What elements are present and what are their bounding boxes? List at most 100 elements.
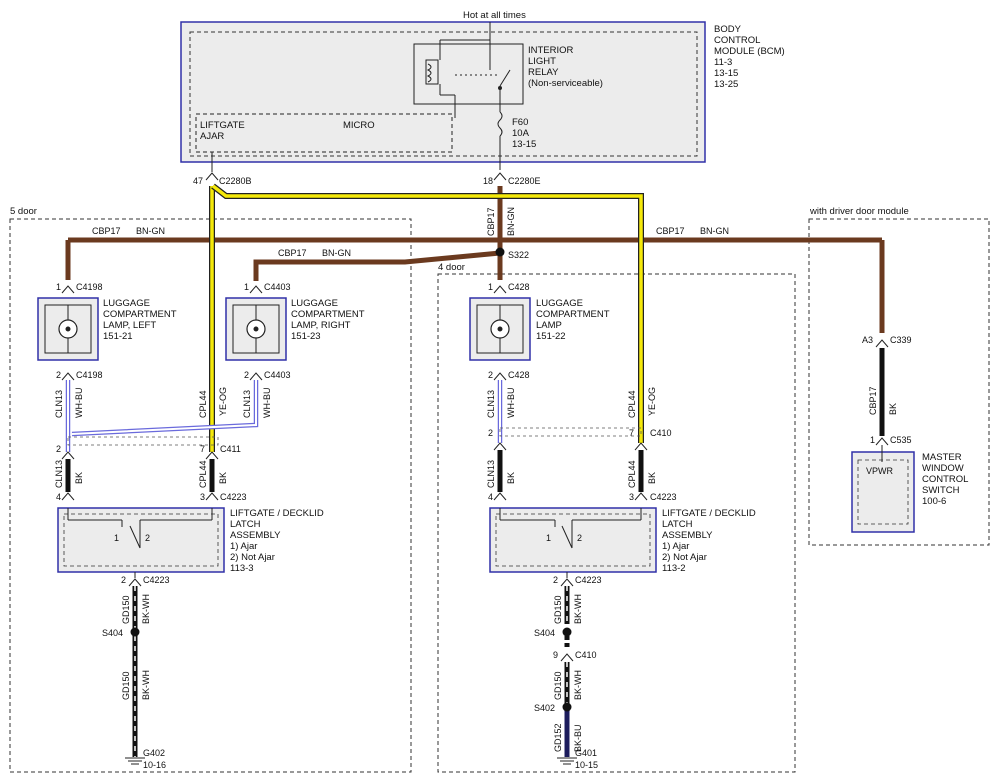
latch-right-box	[489, 507, 657, 573]
cbp17-top-left: CBP17	[92, 226, 121, 236]
gd150-l1: GD150	[121, 595, 131, 624]
bcm-title-1: BODY	[714, 24, 742, 35]
gd152-r: GD152	[553, 723, 563, 752]
five-door-region	[9, 218, 412, 773]
c4403-top-connector-icon	[249, 285, 263, 294]
latch-right-label-1: LIFTGATE / DECKLID	[662, 508, 756, 519]
c4223-l-pin3-connector-icon	[205, 492, 219, 501]
lamp-left-bulb-icon	[44, 304, 92, 354]
c410-lower-label: C410	[575, 650, 597, 660]
c410-left-connector-icon	[493, 442, 507, 451]
c411-pin-left: 2	[56, 444, 61, 454]
bkwh-r1: BK-WH	[573, 594, 583, 624]
g401-ref: 10-15	[575, 760, 598, 770]
whbu-wires-left	[65, 380, 259, 452]
c339-connector-icon	[875, 339, 889, 348]
lamp-left-label-4: 151-21	[103, 331, 133, 342]
lamp-4door-bulb-icon	[476, 304, 524, 354]
cbp17-vert: CBP17	[486, 207, 496, 236]
lamp-4door-label-2: COMPARTMENT	[536, 309, 610, 320]
latch-right-label-5: 2) Not Ajar	[662, 552, 707, 563]
brown-wires	[65, 186, 885, 333]
lamp-right-label-1: LUGGAGE	[291, 298, 338, 309]
c4223-r-bot-label: C4223	[575, 575, 602, 585]
g402-label: G402	[143, 748, 165, 758]
latch-right-label-6: 113-2	[662, 563, 686, 574]
latch-left-switch-icon	[67, 508, 213, 549]
fuse-label-3: 13-15	[512, 139, 536, 150]
micro-box	[195, 113, 453, 153]
g402-ground-icon	[125, 757, 145, 765]
bk-r3b: BK	[647, 472, 657, 484]
latch-right-label-2: LATCH	[662, 519, 693, 530]
hot-at-all-times: Hot at all times	[463, 10, 526, 21]
c428-bot-connector-icon	[493, 372, 507, 381]
bcm-title-3: MODULE (BCM)	[714, 46, 785, 57]
c4198-top-label: C4198	[76, 282, 103, 292]
c4198-top-pin: 1	[56, 282, 61, 292]
cbp17-mid: CBP17	[278, 248, 307, 258]
latch-left-pin-2: 2	[145, 533, 150, 543]
c4223-l-bot-connector-icon	[128, 578, 142, 587]
g401-label: G401	[575, 748, 597, 758]
lamp-left-label-3: LAMP, LEFT	[103, 320, 156, 331]
g402-ref: 10-16	[143, 760, 166, 770]
cpl44-r3: CPL44	[627, 460, 637, 488]
c4403-top-label: C4403	[264, 282, 291, 292]
whbu-l1: WH-BU	[74, 388, 84, 419]
vpwr-label: VPWR	[866, 466, 894, 476]
latch-right-inner	[495, 513, 651, 567]
cbp17-top-right: CBP17	[656, 226, 685, 236]
relay-coil-icon	[425, 22, 511, 118]
s404-right-label: S404	[534, 628, 555, 638]
latch-left-inner	[63, 513, 219, 567]
c428-top-connector-icon	[493, 285, 507, 294]
c2280b-label: C2280B	[219, 176, 252, 186]
gd150-l2: GD150	[121, 671, 131, 700]
ddm-label: with driver door module	[809, 206, 909, 217]
latch-left-label-2: LATCH	[230, 519, 261, 530]
cln13-l1: CLN13	[54, 390, 64, 418]
gd150-r2: GD150	[553, 671, 563, 700]
s404-left-splice	[130, 627, 140, 637]
cpl44-l1: CPL44	[198, 390, 208, 418]
latch-left-label-3: ASSEMBLY	[230, 530, 281, 541]
cln13-l3: CLN13	[54, 460, 64, 488]
lamp-right-label-2: COMPARTMENT	[291, 309, 365, 320]
c535-pin: 1	[870, 435, 875, 445]
c2280b-pin: 47	[193, 176, 203, 186]
c410-lower-pin: 9	[553, 650, 558, 660]
c410-dashed-box	[499, 427, 642, 437]
bngn-top-left: BN-GN	[136, 226, 165, 236]
c2280b-connector-icon	[205, 172, 219, 181]
lamp-4door-label-1: LUGGAGE	[536, 298, 583, 309]
c4223-r-pin3: 3	[629, 492, 634, 502]
c4223-r-pin4: 4	[488, 492, 493, 502]
master-switch-label-5: 100-6	[922, 496, 946, 507]
lamp-4door-label-3: LAMP	[536, 320, 562, 331]
bk-l3b: BK	[218, 472, 228, 484]
c411-pin-right: 7	[200, 444, 205, 454]
c339-pin: A3	[862, 335, 873, 345]
c339-label: C339	[890, 335, 912, 345]
c4223-l-pin4: 4	[56, 492, 61, 502]
c4403-bot-pin: 2	[244, 370, 249, 380]
yeog-r1: YE-OG	[647, 387, 657, 416]
bk-wires	[65, 450, 644, 492]
c411-left-connector-icon	[61, 451, 75, 460]
c4223-r-pin4-connector-icon	[493, 492, 507, 501]
c411-label: C411	[220, 444, 241, 454]
master-switch-label-3: CONTROL	[922, 474, 968, 485]
liftgate-ajar-2: AJAR	[200, 131, 224, 142]
s402-splice	[562, 702, 572, 712]
cpl44-l3: CPL44	[198, 460, 208, 488]
relay-label-4: (Non-serviceable)	[528, 78, 603, 89]
c410-lower-connector-icon	[560, 653, 574, 662]
bngn-vert: BN-GN	[506, 207, 516, 236]
latch-left-box	[57, 507, 225, 573]
cln13-r3: CLN13	[486, 460, 496, 488]
c4223-l-label: C4223	[220, 492, 247, 502]
bkbu-r: BK-BU	[573, 724, 583, 752]
c4198-bot-label: C4198	[76, 370, 103, 380]
master-switch-box	[851, 451, 915, 533]
